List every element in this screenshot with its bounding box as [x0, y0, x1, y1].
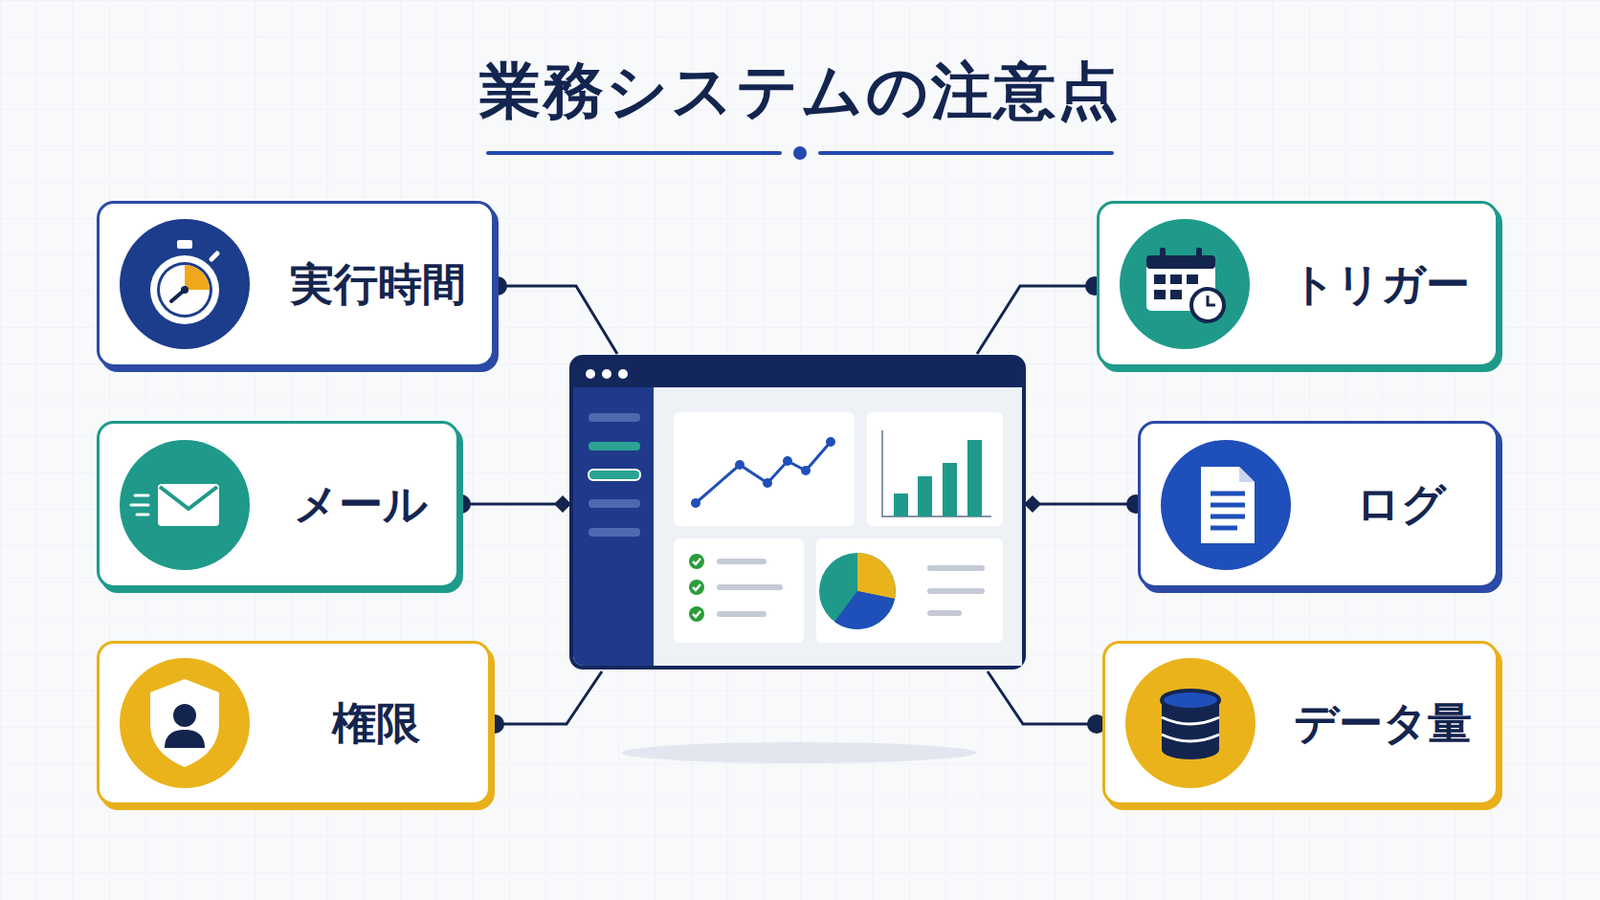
topic-label: トリガー	[1290, 260, 1470, 310]
topic-box: ログ	[1137, 421, 1499, 589]
title-underline	[488, 146, 1112, 160]
topic-label: ログ	[1355, 480, 1446, 530]
shadow	[622, 742, 977, 764]
leader-dots	[451, 276, 1146, 734]
topic-icon	[117, 217, 252, 352]
topic-icon	[117, 438, 252, 573]
topic-box: データ量	[1102, 641, 1499, 806]
topic-box: 権限	[96, 641, 491, 806]
topic-icon	[1158, 438, 1293, 573]
topic-box: 実行時間	[96, 200, 495, 368]
topic-label: メール	[293, 480, 428, 530]
topic-box: トリガー	[1096, 200, 1499, 368]
topic-icon	[1123, 656, 1258, 791]
leader-lines	[461, 286, 1136, 725]
topic-label: 権限	[332, 699, 421, 749]
topic-box: メール	[96, 421, 460, 589]
dashboard-window	[571, 356, 1024, 668]
topic-label: 実行時間	[289, 260, 467, 310]
topic-icon	[117, 656, 252, 791]
title: 業務システムの注意点	[0, 49, 1600, 134]
topic-icon	[1117, 217, 1252, 352]
topic-label: データ量	[1293, 699, 1472, 749]
